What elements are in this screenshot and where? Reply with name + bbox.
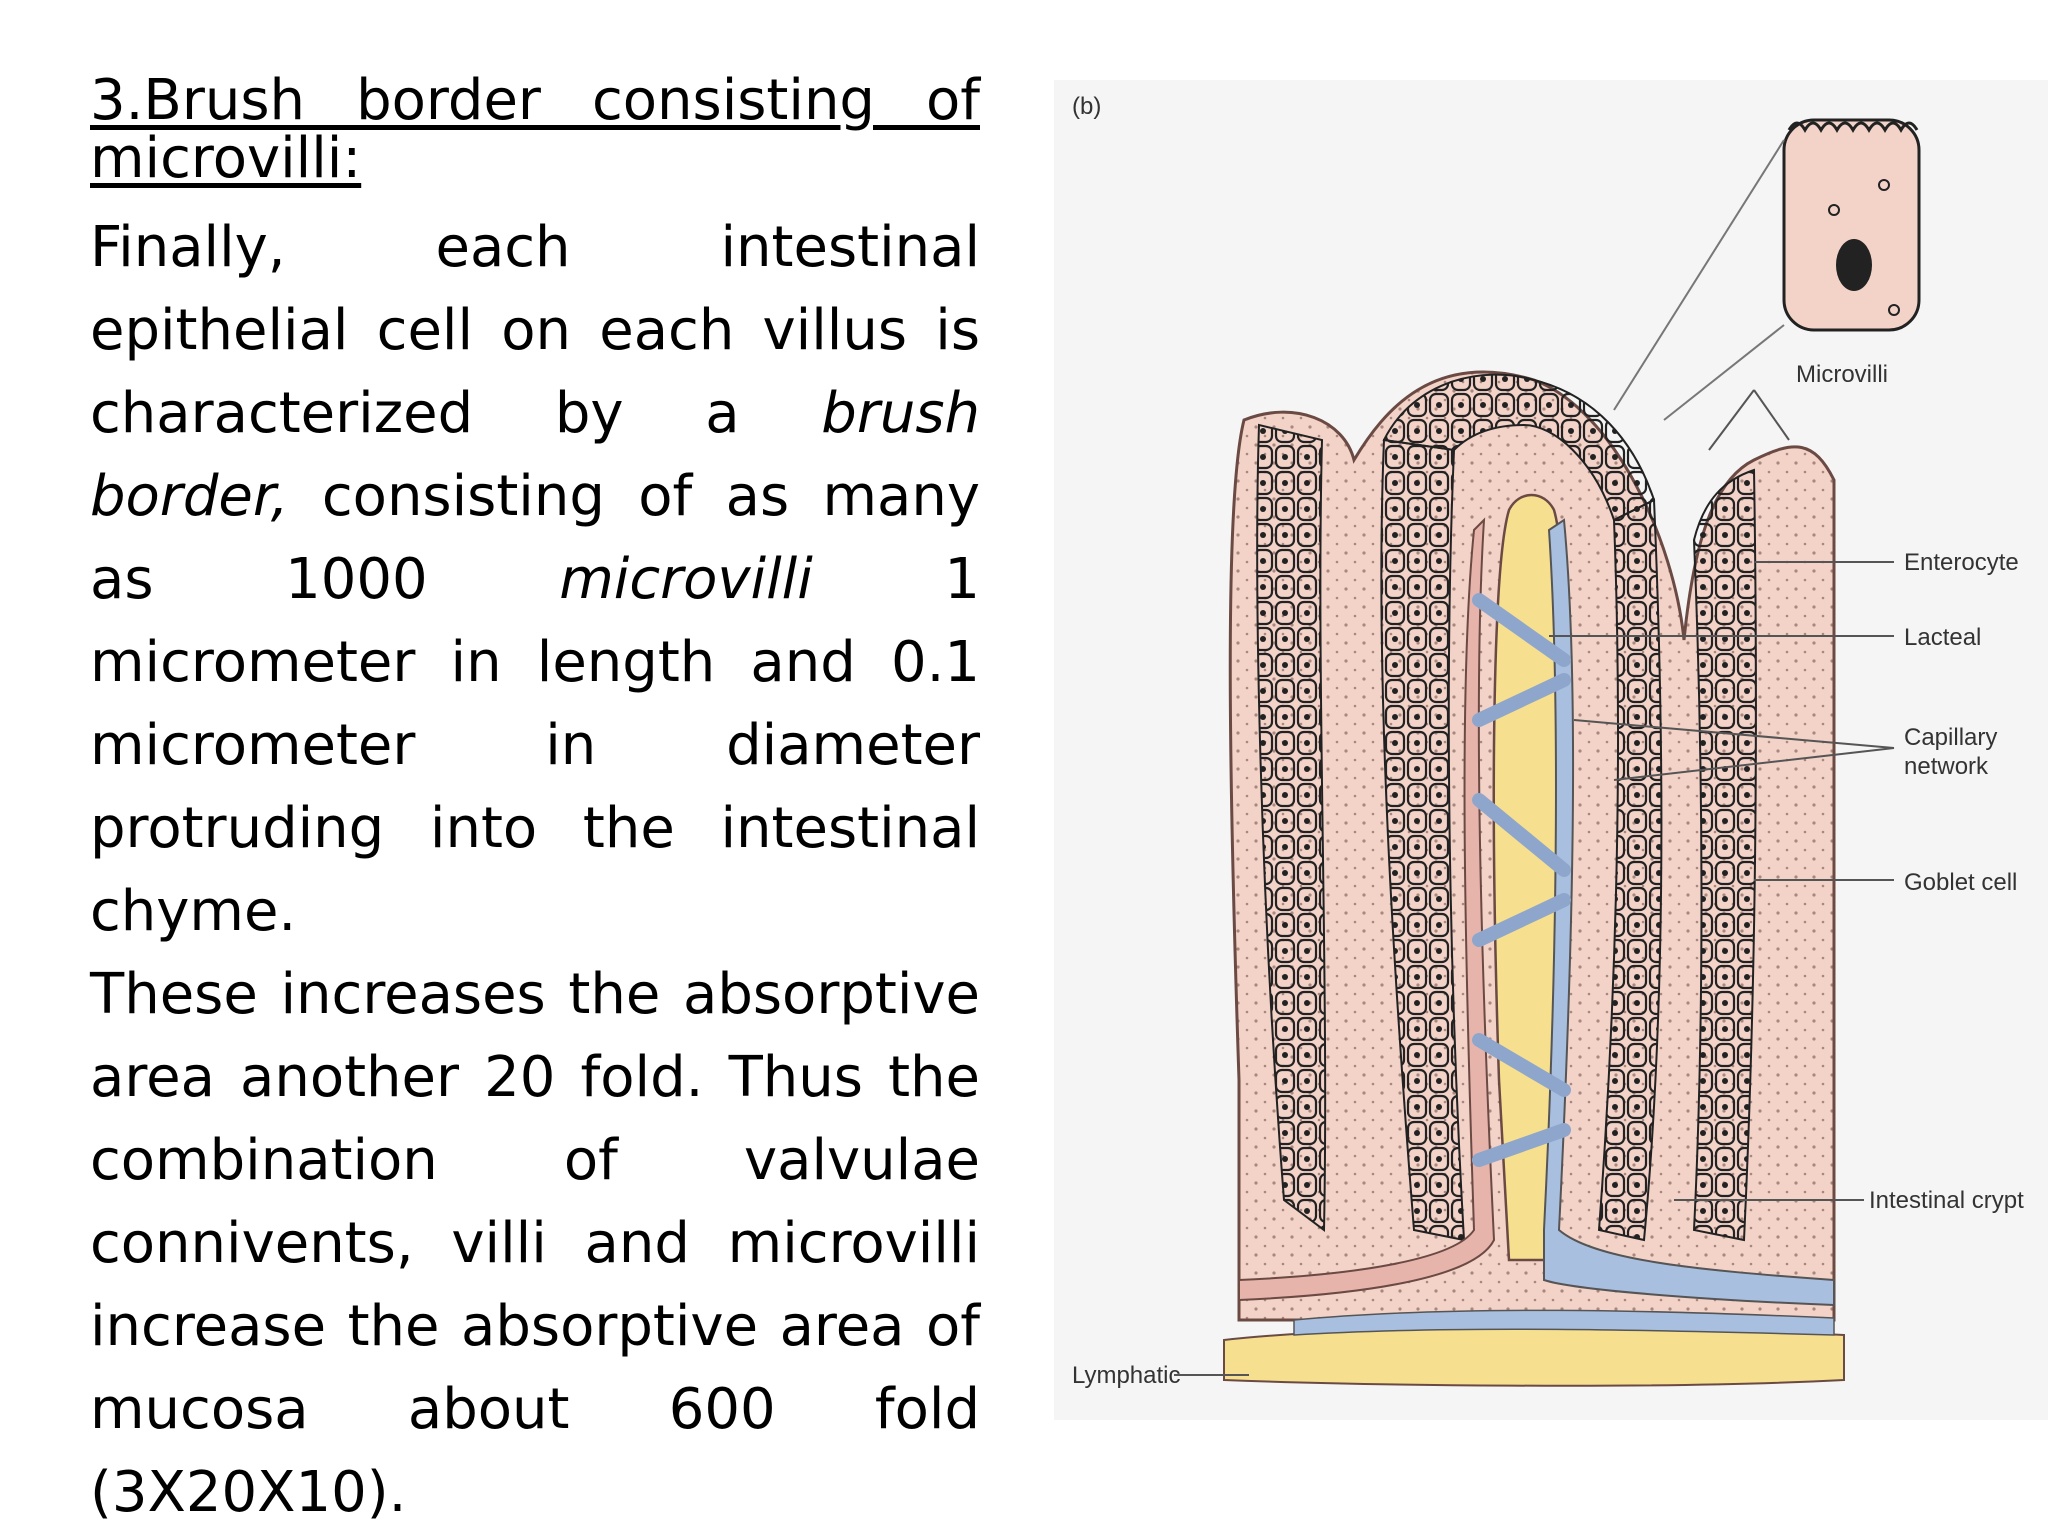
lymphatic-vessel (1223, 1327, 1845, 1387)
paragraph-absorptive-area: These increases the absorptive area anot… (90, 962, 980, 1525)
central-villus-epithelium-top (1382, 373, 1656, 522)
label-lacteal: Lacteal (1904, 624, 1981, 651)
p1-text-1: Finally, each intestinal epithelial cell… (90, 215, 980, 446)
slide-heading: 3.Brush border consisting of microvilli: (90, 68, 980, 191)
paragraph-brush-border: Finally, each intestinal epithelial cell… (90, 206, 980, 953)
label-capillary-network-line2: network (1904, 753, 1989, 780)
enterocyte-inset (1782, 118, 1921, 332)
p1-text-3: 1 micrometer in length and 0.1 micromete… (90, 547, 980, 944)
figure-panel-label: (b) (1072, 93, 1101, 120)
label-intestinal-crypt: Intestinal crypt (1869, 1187, 2024, 1214)
label-microvilli: Microvilli (1796, 361, 1888, 388)
villus-diagram-svg: (b) (1054, 80, 2048, 1420)
callout-lines (1174, 389, 1895, 1376)
p1-italic-brush-border: brush border, (90, 381, 980, 529)
p1-italic-microvilli: microvilli (559, 547, 813, 612)
capillary-crosslinks (1472, 593, 1571, 1167)
text-column: 3.Brush border consisting of microvilli:… (90, 72, 980, 1534)
p1-text-2: consisting of as many as 1000 (90, 464, 980, 612)
right-villus-epithelium (1692, 468, 1757, 1242)
left-villus-epithelium (1256, 423, 1327, 1232)
villus-diagram: (b) (1054, 80, 2048, 1420)
inset-pointer-lines (1613, 139, 1785, 421)
label-lymphatic: Lymphatic (1072, 1362, 1181, 1389)
label-goblet-cell: Goblet cell (1904, 869, 2017, 896)
submucosa-vein (1293, 1309, 1835, 1336)
label-enterocyte: Enterocyte (1904, 549, 2019, 576)
label-capillary-network-line1: Capillary (1904, 724, 1997, 751)
arterial-capillary (1238, 517, 1496, 1302)
